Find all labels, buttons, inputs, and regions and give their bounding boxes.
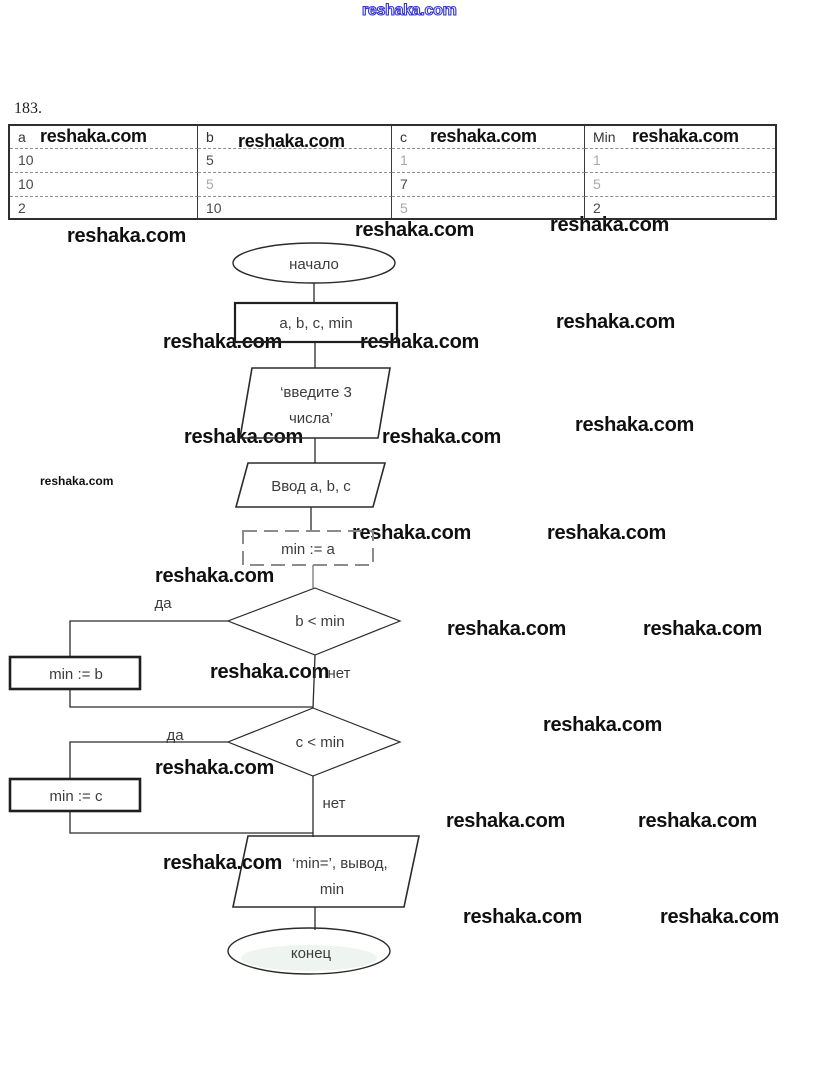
watermark: reshaka.com — [632, 126, 739, 146]
decision-b-diamond — [226, 587, 402, 656]
prompt-line2: числа’ — [289, 410, 333, 427]
declare-label: a, b, c, min — [279, 315, 352, 332]
table-cell: 10 — [198, 197, 392, 218]
watermark: reshaka.com — [210, 661, 329, 683]
start-terminator — [232, 242, 396, 284]
watermark: reshaka.com — [360, 331, 479, 353]
watermark: reshaka.com — [575, 414, 694, 436]
values-table: a b c Min 10 5 1 1 10 5 7 5 2 10 5 2 — [8, 124, 777, 220]
return-branch-2 — [69, 811, 313, 834]
end-terminator-tint — [241, 945, 377, 971]
no-label-2: нет — [323, 795, 346, 812]
watermark: reshaka.com — [361, 1, 457, 19]
table-cell: 7 — [392, 173, 585, 197]
assign-c-label: min := c — [50, 788, 103, 805]
assign-c-box — [8, 777, 142, 813]
watermark: reshaka.com — [184, 426, 303, 448]
watermark: reshaka.com — [447, 618, 566, 640]
table-cell: 10 — [10, 173, 198, 197]
table-cell: 10 — [10, 149, 198, 173]
assign-a-label: min := a — [281, 541, 335, 558]
column-header-c: c — [392, 126, 585, 149]
assign-a-box — [242, 530, 374, 566]
watermark: reshaka.com — [382, 426, 501, 448]
table-cell: 1 — [585, 149, 775, 173]
watermark: reshaka.com — [355, 219, 474, 241]
watermark: reshaka.com — [238, 131, 345, 151]
watermark: reshaka.com — [155, 757, 274, 779]
return-branch-1 — [69, 689, 313, 708]
watermark: reshaka.com — [446, 810, 565, 832]
watermark: reshaka.com — [40, 126, 147, 146]
table-cell: 2 — [10, 197, 198, 218]
watermark: reshaka.com — [643, 618, 762, 640]
end-terminator — [227, 927, 391, 975]
decision-c-diamond — [226, 707, 402, 777]
yes-label-2: да — [166, 727, 184, 744]
watermark: reshaka.com — [163, 852, 282, 874]
no-label-1: нет — [328, 665, 351, 682]
table-cell: 5 — [392, 197, 585, 218]
prompt-parallelogram — [239, 367, 391, 439]
assign-b-label: min := b — [49, 666, 103, 683]
watermark: reshaka.com — [547, 522, 666, 544]
declare-box — [233, 301, 399, 344]
watermark: reshaka.com — [556, 311, 675, 333]
column-header-b: b — [198, 126, 392, 149]
prompt-line1: ‘введите 3 — [280, 384, 352, 401]
watermark: reshaka.com — [430, 126, 537, 146]
table-cell: 5 — [198, 149, 392, 173]
table-cell: 1 — [392, 149, 585, 173]
decision-c-label: c < min — [296, 734, 345, 751]
input-parallelogram — [234, 462, 387, 508]
yes-branch-1 — [69, 620, 228, 657]
watermark: reshaka.com — [67, 225, 186, 247]
connector — [312, 654, 316, 709]
table-cell: 5 — [585, 173, 775, 197]
decision-b-label: b < min — [295, 613, 345, 630]
watermark: reshaka.com — [352, 522, 471, 544]
watermark: reshaka.com — [543, 714, 662, 736]
watermark: reshaka.com — [463, 906, 582, 928]
watermark: reshaka.com — [155, 565, 274, 587]
watermark: reshaka.com — [638, 810, 757, 832]
end-label: конец — [291, 945, 332, 962]
input-label: Ввод a, b, c — [271, 478, 351, 495]
column-header-a: a — [10, 126, 198, 149]
yes-label-1: да — [154, 595, 172, 612]
output-line1: ‘min=’, вывод, — [292, 855, 387, 872]
problem-number: 183. — [14, 100, 42, 117]
output-parallelogram — [232, 835, 420, 908]
watermark: reshaka.com — [163, 331, 282, 353]
watermark: reshaka.com — [40, 474, 114, 488]
assign-b-box — [8, 655, 142, 691]
output-line2: min — [320, 881, 344, 898]
flow-connectors — [69, 283, 316, 930]
table-cell: 2 — [593, 200, 601, 216]
table-cell: 5 — [198, 173, 392, 197]
watermark: reshaka.com — [660, 906, 779, 928]
yes-branch-2 — [69, 741, 228, 779]
start-label: начало — [289, 256, 339, 273]
column-header-min: Min — [585, 126, 775, 149]
